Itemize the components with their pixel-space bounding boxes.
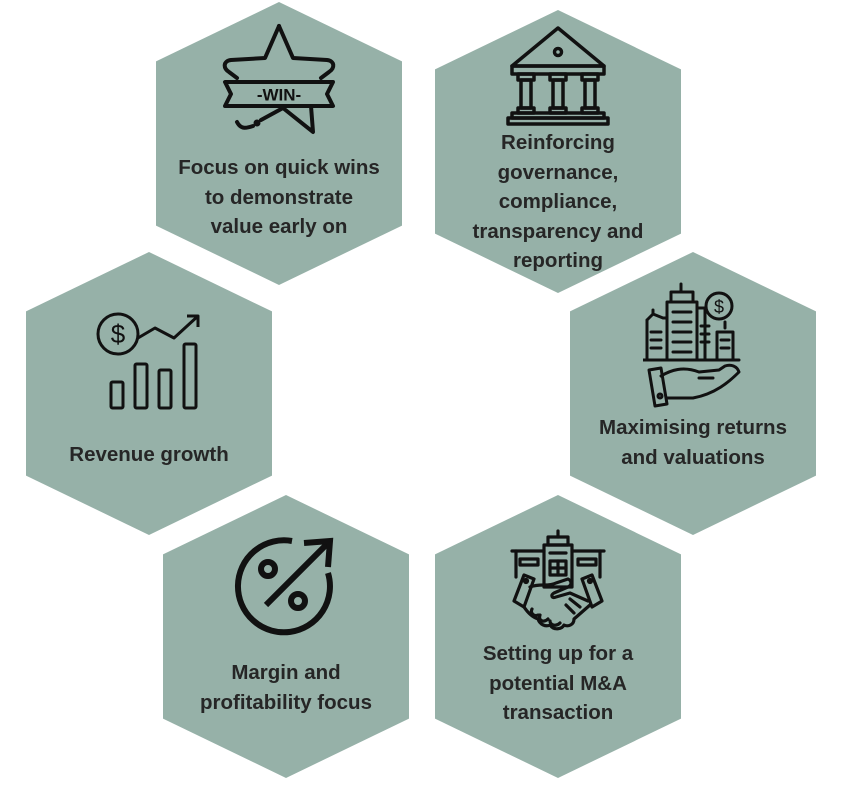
hexagon-label: Setting up for a potential M&A transacti… — [482, 642, 634, 724]
hexagon-label: Margin and profitability focus — [200, 661, 372, 714]
dollar-bar-chart-growth-icon: $ — [95, 312, 203, 410]
percent-circle-arrow-up-icon — [232, 533, 340, 637]
hexagon-margin-profitability: Margin and profitability focus — [163, 495, 409, 778]
bank-building-columns-icon — [506, 24, 610, 126]
svg-text:-WIN-: -WIN- — [257, 86, 301, 105]
hexagon-revenue-growth: $ Revenue growth — [26, 252, 272, 535]
hexagon-quick-wins: -WIN- Focus on quick wins to demonstrate… — [156, 2, 402, 285]
hexagon-ma-transaction: Setting up for a potential M&A transacti… — [435, 495, 681, 778]
hexagon-label: Reinforcing governance, compliance, tran… — [472, 131, 644, 272]
building-handshake-icon — [510, 529, 606, 633]
hexagon-label: Revenue growth — [69, 443, 229, 466]
hexagon-governance: Reinforcing governance, compliance, tran… — [435, 10, 681, 293]
hexagon-label: Maximising returns and valuations — [599, 416, 787, 469]
win-star-ribbon-icon: -WIN- — [217, 22, 341, 140]
hand-holding-buildings-dollar-icon: $ — [643, 282, 743, 410]
hexagon-returns-valuations: $ Maximising returns and valuations — [570, 252, 816, 535]
svg-text:$: $ — [714, 297, 724, 317]
svg-text:$: $ — [111, 319, 126, 349]
hexagon-label: Focus on quick wins to demonstrate value… — [178, 156, 380, 238]
